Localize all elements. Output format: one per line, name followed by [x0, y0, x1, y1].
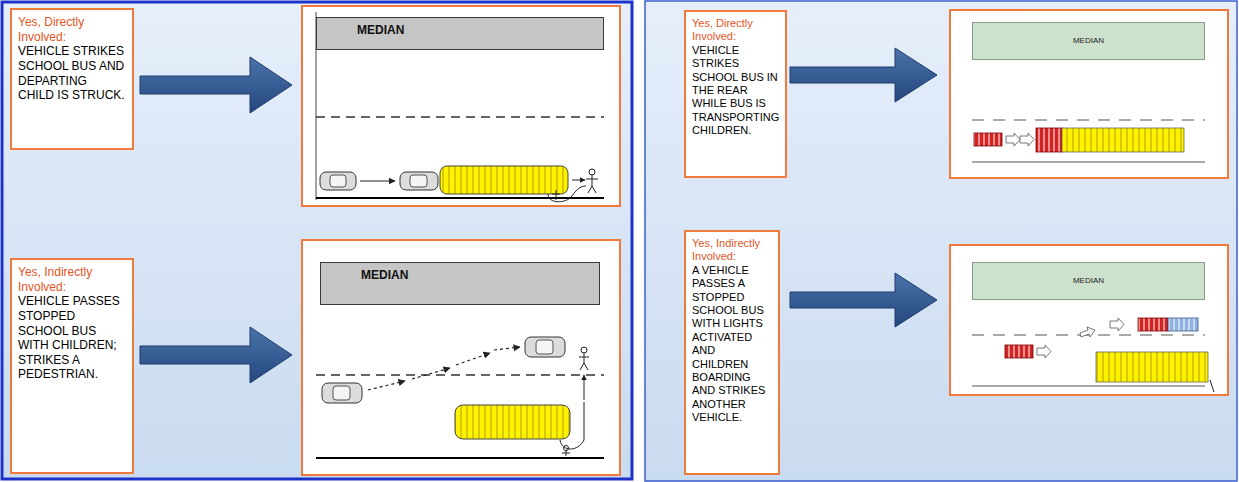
- involvement-heading: Yes, Directly Involved:: [18, 15, 126, 44]
- scene-frame-part: [950, 245, 1228, 395]
- criteria-box: Yes, Directly Involved:VEHICLE STRIKES S…: [10, 8, 134, 150]
- scene-vehicles-part: [320, 172, 356, 190]
- involvement-heading: Yes, Indirectly Involved:: [692, 237, 772, 264]
- panel-part: [2, 2, 632, 479]
- scene-vehicles-part: [440, 166, 568, 194]
- scene-vehicles-part: [1168, 318, 1198, 331]
- pointer-arrow-part: [140, 327, 292, 383]
- scene-vehicles-part: [1096, 352, 1208, 382]
- median-strip: MEDIAN: [972, 22, 1205, 60]
- scenario-description: VEHICLE STRIKES SCHOOL BUS IN THE REAR W…: [692, 44, 779, 138]
- road-lines-part: [316, 116, 604, 118]
- scene-vehicles-part: [572, 180, 585, 181]
- scene-vehicles-part: [1006, 133, 1020, 146]
- scene-vehicles-part: [579, 353, 589, 370]
- scene-vehicles-part: [564, 446, 569, 451]
- scene-vehicles-part: [589, 169, 595, 175]
- scene-vehicles-part: [548, 186, 586, 202]
- road-lines-part: [316, 457, 604, 459]
- scene-vehicles-part: [1037, 345, 1051, 358]
- scene-frame-part: [302, 240, 620, 475]
- scene-vehicles-part: [581, 347, 587, 353]
- scenario-description: VEHICLE STRIKES SCHOOL BUS AND DEPARTING…: [18, 44, 126, 103]
- road-lines-part: [972, 119, 1205, 120]
- median-label: MEDIAN: [317, 18, 603, 38]
- pointer-arrow-part: [790, 48, 937, 102]
- scene-vehicles-part: [525, 337, 565, 357]
- panel-part: [645, 1, 1237, 481]
- scene-frame: [302, 6, 1228, 475]
- median-strip: MEDIAN: [316, 17, 604, 50]
- scene-vehicles-part: [360, 180, 395, 181]
- scene-vehicles-part: [1138, 318, 1168, 331]
- scene-vehicles-part: [333, 386, 350, 400]
- scene-vehicles-part: [410, 175, 427, 187]
- scene-vehicles-part: [560, 402, 584, 449]
- scene-vehicles-part: [412, 368, 450, 379]
- scene-vehicles-part: [586, 175, 598, 193]
- median-label: MEDIAN: [321, 263, 599, 283]
- scene-vehicles-part: [1210, 380, 1214, 392]
- scenario-description: VEHICLE PASSES STOPPED SCHOOL BUS WITH C…: [18, 294, 126, 382]
- pointer-arrow-part: [790, 273, 937, 327]
- scene-vehicles-part: [1036, 128, 1062, 152]
- scenario-description: A VEHICLE PASSES A STOPPED SCHOOL BUS WI…: [692, 264, 772, 425]
- scene-vehicles-part: [974, 133, 1002, 146]
- scene-vehicles: [322, 337, 589, 456]
- scene-vehicles: [320, 166, 598, 202]
- scene-vehicles-part: [562, 450, 570, 456]
- scene-vehicles-part: [456, 353, 490, 365]
- scene-frame-part: [950, 10, 1228, 178]
- road-lines-part: [316, 197, 604, 199]
- median-strip: MEDIAN: [320, 262, 600, 305]
- scene-vehicles-part: [1020, 133, 1034, 146]
- scene-vehicles-part: [1110, 318, 1124, 331]
- road-lines-part: [972, 161, 1205, 162]
- scene-vehicles-part: [584, 375, 585, 400]
- scene-vehicles-part: [1005, 345, 1033, 358]
- scene-vehicles: [1005, 318, 1214, 392]
- median-label: MEDIAN: [1073, 36, 1104, 46]
- scene-vehicles-part: [494, 347, 520, 350]
- road-lines-part: [972, 385, 1205, 386]
- involvement-heading: Yes, Indirectly Involved:: [18, 265, 126, 294]
- scene-frame-part: [302, 6, 620, 206]
- scene-vehicles-part: [368, 381, 405, 390]
- scene-vehicles: [974, 128, 1184, 152]
- scene-vehicles-part: [455, 405, 570, 439]
- involvement-heading: Yes, Directly Involved:: [692, 17, 779, 44]
- scene-vehicles-part: [1062, 128, 1184, 152]
- scene-vehicles-part: [536, 340, 553, 354]
- scene-vehicles-part: [330, 175, 346, 187]
- road-lines-part: [316, 374, 604, 376]
- scene-vehicles-part: [322, 383, 362, 403]
- criteria-box: Yes, Indirectly Involved:A VEHICLE PASSE…: [684, 230, 780, 475]
- criteria-box: Yes, Indirectly Involved:VEHICLE PASSES …: [10, 258, 134, 474]
- median-label: MEDIAN: [1073, 276, 1104, 286]
- scene-vehicles-part: [400, 172, 438, 190]
- scene-vehicles-part: [368, 347, 520, 390]
- median-strip: MEDIAN: [972, 262, 1205, 300]
- pointer-arrow-part: [140, 57, 292, 113]
- criteria-box: Yes, Directly Involved:VEHICLE STRIKES S…: [684, 10, 787, 178]
- scene-vehicles-part: [552, 190, 560, 200]
- scene-vehicles-part: [1080, 327, 1095, 337]
